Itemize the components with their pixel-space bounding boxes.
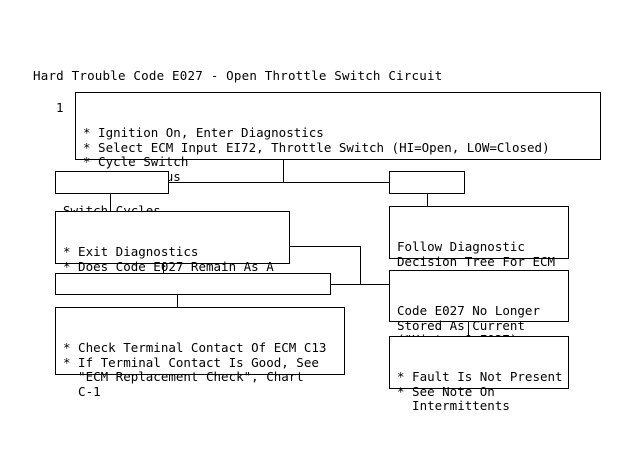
node-follow-tree: Follow Diagnostic Decision Tree For ECM … xyxy=(389,206,569,283)
connector-switch-cycles-to-exit xyxy=(110,194,111,211)
connector-no-longer-to-fault xyxy=(468,322,469,336)
node-exit-diagnostics: * Exit Diagnostics * Does Code E027 Rema… xyxy=(55,211,290,288)
node-check-terminal: * Check Terminal Contact Of ECM C13 * If… xyxy=(55,307,345,399)
connector-branch-bar xyxy=(168,182,390,183)
node-still-stored: Code E027 Still Stored As Current xyxy=(55,273,331,320)
connector-stays-hi-to-follow-tree xyxy=(427,194,428,206)
connector-still-stored-to-check-terminal xyxy=(177,295,178,308)
node-check-terminal-text: * Check Terminal Contact Of ECM C13 * If… xyxy=(63,340,327,399)
node-switch-cycles: Switch Cycles xyxy=(55,171,169,218)
page-title: Hard Trouble Code E027 - Open Throttle S… xyxy=(33,68,443,83)
node-step1: * Ignition On, Enter Diagnostics * Selec… xyxy=(75,92,601,184)
node-stays-hi: Stays HI xyxy=(389,171,465,218)
node-fault-not-present-text: * Fault Is Not Present * See Note On Int… xyxy=(397,369,563,414)
step-number-1: 1 xyxy=(56,100,64,115)
connector-exit-right-drop xyxy=(360,246,361,284)
node-fault-not-present: * Fault Is Not Present * See Note On Int… xyxy=(389,336,569,413)
node-no-longer-stored: Code E027 No Longer Stored As Current ("… xyxy=(389,270,569,347)
connector-still-to-no-longer xyxy=(331,284,389,285)
connector-step1-to-branch xyxy=(283,160,284,182)
connector-exit-right-lead xyxy=(290,246,361,247)
connector-exit-to-still-stored xyxy=(163,264,164,274)
